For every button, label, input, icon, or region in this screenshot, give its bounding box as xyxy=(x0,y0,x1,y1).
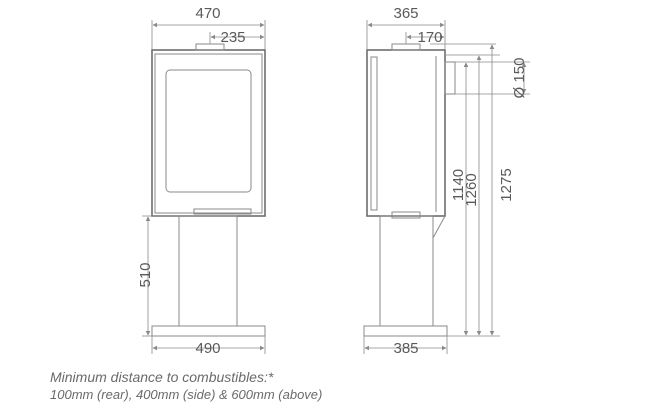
side-ash-tray xyxy=(391,211,421,219)
side-view xyxy=(363,43,456,337)
side-pedestal xyxy=(379,215,434,327)
front-view xyxy=(151,43,266,337)
front-inner-frame xyxy=(154,53,263,214)
front-dimensions xyxy=(142,20,266,354)
side-stove-body xyxy=(366,49,446,217)
side-flue-collar xyxy=(391,43,421,51)
rear-flue-outlet xyxy=(444,61,456,95)
front-base-label: 490 xyxy=(195,340,220,357)
front-stove-body xyxy=(151,49,266,217)
front-base-plate xyxy=(151,325,266,337)
side-base-plate xyxy=(363,325,448,337)
side-door-profile xyxy=(370,56,378,211)
side-flue-label: 170 xyxy=(417,29,442,46)
side-dimensions xyxy=(363,20,530,354)
combustibles-note-detail: 100mm (rear), 400mm (side) & 600mm (abov… xyxy=(50,387,323,402)
front-ash-tray xyxy=(193,208,252,215)
pedestal-height-label: 510 xyxy=(137,262,154,287)
side-pedestal-brace xyxy=(432,215,446,239)
side-depth-label: 365 xyxy=(393,5,418,22)
combustibles-note-title: Minimum distance to combustibles:* xyxy=(50,369,274,385)
height-c-label: 1275 xyxy=(498,168,515,201)
height-a-label: 1140 xyxy=(450,169,467,201)
front-flue-label: 235 xyxy=(220,29,245,46)
front-pedestal xyxy=(178,215,238,327)
front-door-glass xyxy=(165,69,252,193)
side-base-label: 385 xyxy=(393,340,418,357)
height-b-label: 1260 xyxy=(463,173,480,206)
front-width-label: 470 xyxy=(195,5,220,22)
flue-diameter-label: Ø 150 xyxy=(511,58,528,99)
